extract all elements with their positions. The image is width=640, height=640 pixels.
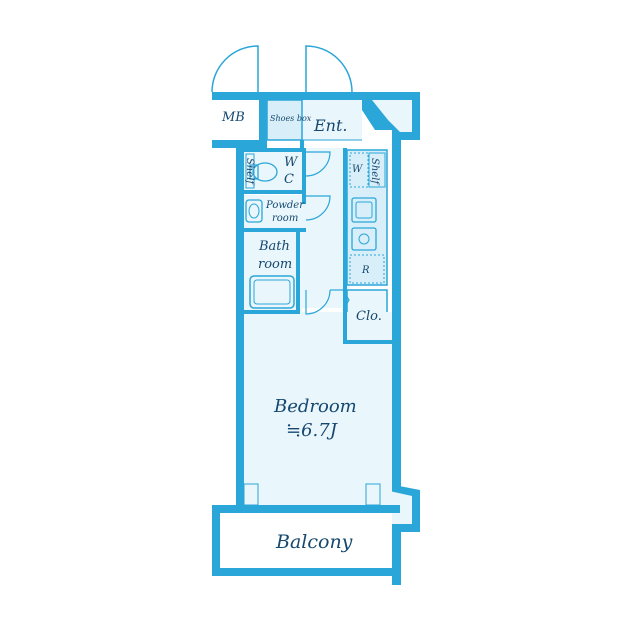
balcony-area <box>220 513 392 568</box>
bath-label-1: Bath <box>258 239 290 254</box>
fridge-label: R <box>361 265 370 276</box>
bath-label-2: room <box>258 257 292 272</box>
wc-w-label: W <box>284 155 299 170</box>
powder-label-2: room <box>272 213 298 224</box>
bedroom-size-label: ≒6.7J <box>286 420 339 441</box>
shoes-box-label: Shoes box <box>270 114 312 123</box>
fixtures <box>211 45 386 510</box>
closet-label: Clo. <box>356 309 382 324</box>
shelf-left-label: Shelf <box>244 158 255 186</box>
bedroom-room <box>244 312 392 505</box>
shelf-right-label: Shelf <box>369 158 380 186</box>
powder-label-1: Powder <box>265 200 305 211</box>
mb-label: MB <box>221 110 245 125</box>
corridor <box>302 148 350 308</box>
entrance-label: Ent. <box>313 116 348 135</box>
wc-c-label: C <box>284 172 294 187</box>
shoes-box <box>266 99 303 141</box>
kitchen-w-label: W <box>352 164 363 175</box>
bedroom-label: Bedroom <box>273 396 357 417</box>
balcony-label: Balcony <box>275 531 353 553</box>
room-labels: MB Shoes box Ent. Shelf W C Powder room … <box>221 110 382 553</box>
entrance-area <box>300 100 362 140</box>
powder-room <box>244 195 302 231</box>
interior-walls <box>244 140 392 344</box>
